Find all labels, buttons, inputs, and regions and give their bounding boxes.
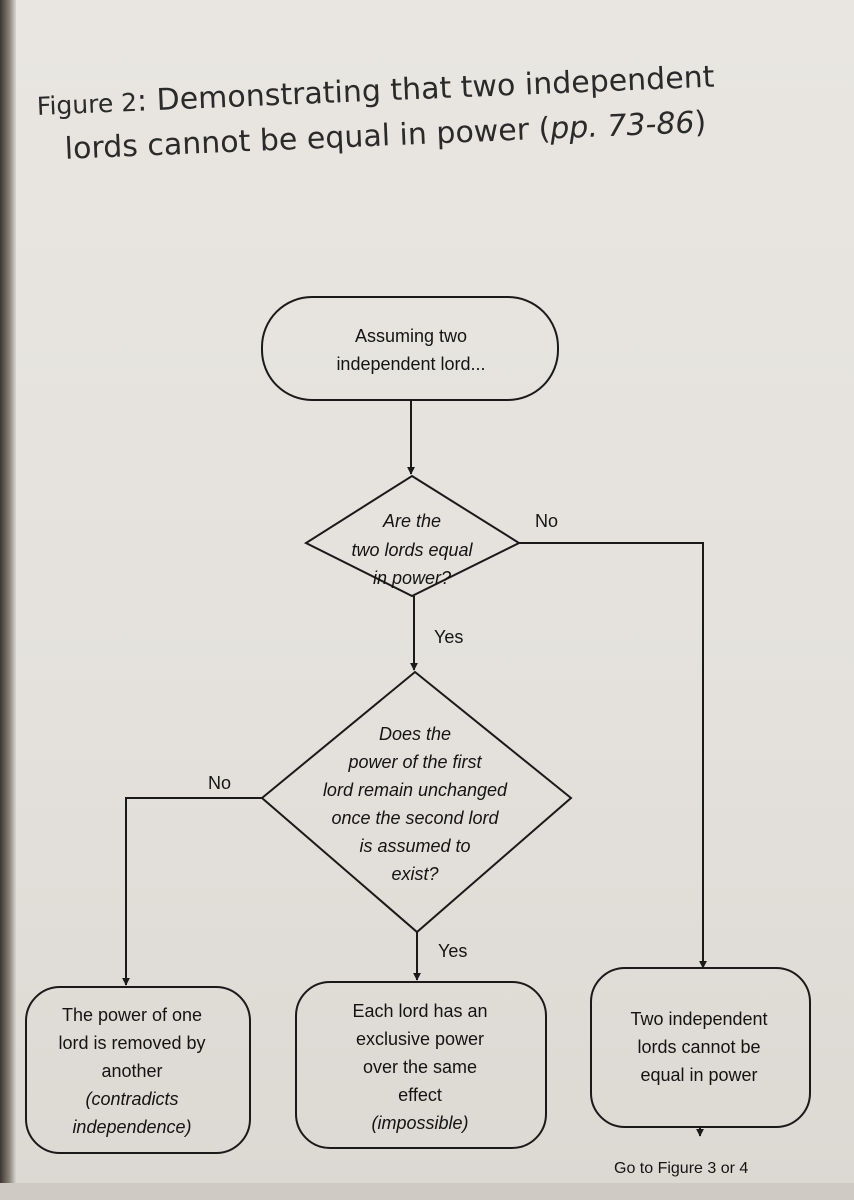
q1-text-line-2: two lords equal [351,540,473,560]
book-spine-shadow [0,0,16,1200]
right-text-line-3: equal in power [640,1065,757,1085]
q2-text-line-4: once the second lord [331,808,499,828]
q1-text-line-1: Are the [382,511,441,531]
q2-text-line-3: lord remain unchanged [323,780,508,800]
start-text-line-1: Assuming two [355,326,467,346]
q2-text-line-2: power of the first [347,752,482,772]
q2-text-line-5: is assumed to [359,836,470,856]
edge-label-q1-yes: Yes [434,627,463,647]
q2-text-line-6: exist? [391,864,438,884]
decision-power-unchanged: Does the power of the first lord remain … [260,670,573,934]
edge-q1-no [519,542,707,969]
start-text-line-2: independent lord... [336,354,485,374]
go-to-figure-note: Go to Figure 3 or 4 [614,1160,748,1177]
middle-text-line-5: (impossible) [371,1113,468,1133]
right-text-line-1: Two independent [630,1009,767,1029]
outcome-impossible: Each lord has an exclusive power over th… [295,981,547,1149]
middle-text-line-1: Each lord has an [352,1001,487,1021]
decision-equal-power: Are the two lords equal in power? [303,474,522,598]
middle-text-line-3: over the same [363,1057,477,1077]
q1-text-line-3: in power? [373,568,451,588]
outcome-contradicts-independence: The power of one lord is removed by anot… [25,986,251,1154]
edge-label-q1-no: No [535,511,558,531]
left-text-line-2: lord is removed by [58,1033,205,1053]
edge-label-q2-yes: Yes [438,941,467,961]
outcome-not-equal: Two independent lords cannot be equal in… [590,967,811,1128]
edge-label-q2-no: No [208,773,231,793]
middle-text-line-2: exclusive power [356,1029,484,1049]
edge-q2-no [122,797,262,986]
start-terminator: Assuming two independent lord... [261,296,559,401]
left-text-line-4: (contradicts [85,1089,178,1109]
right-text-line-2: lords cannot be [637,1037,760,1057]
middle-text-line-4: effect [398,1085,442,1105]
q2-text-line-1: Does the [379,724,451,744]
next-text-cutoff-strip [0,1183,854,1200]
left-text-line-5: independence) [72,1117,191,1137]
left-text-line-3: another [101,1061,162,1081]
left-text-line-1: The power of one [62,1005,202,1025]
